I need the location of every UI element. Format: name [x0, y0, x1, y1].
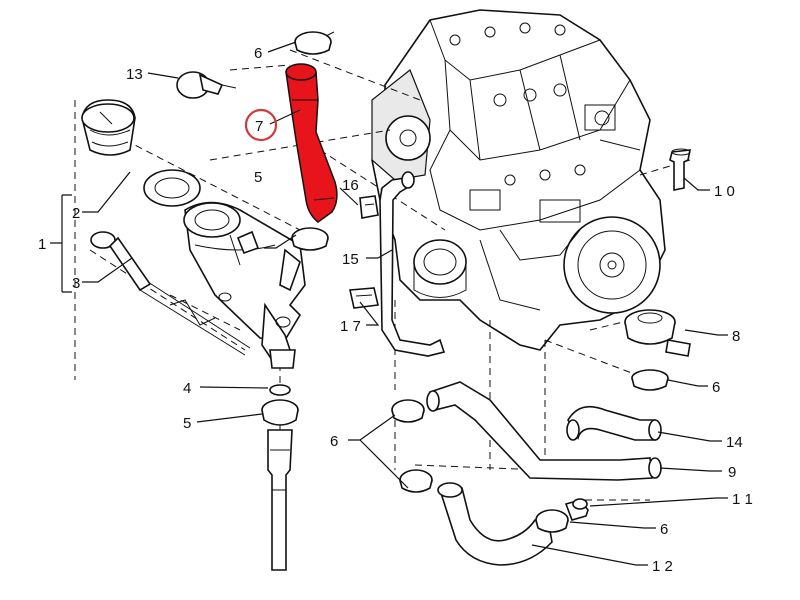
callout-3: 3: [72, 275, 80, 292]
seal-ring-part-2: [143, 169, 201, 207]
callout-8: 8: [732, 328, 740, 345]
clamp-part-6-lower-left: [399, 469, 433, 493]
breather-pipe-part-15: [379, 171, 446, 357]
hose-part-12: [437, 482, 553, 566]
callout-10: 1 0: [714, 183, 735, 200]
callout-6-lower: 6: [660, 521, 668, 538]
oil-filler-housing: [183, 201, 306, 369]
bracket-part-16: [359, 195, 379, 219]
clamp-part-6-mid-left: [391, 399, 425, 423]
callout-14: 14: [726, 434, 743, 451]
callout-6-top: 6: [254, 45, 262, 62]
bracket-part-17: [349, 287, 379, 309]
valve-part-8: [624, 309, 691, 357]
callout-6-right: 6: [712, 379, 720, 396]
callout-2: 2: [72, 205, 80, 222]
o-ring-part-4: [269, 384, 291, 396]
highlighted-hose-part-7: [285, 63, 338, 223]
callout-labels: 1 2 3 4 5 5 6 6 6 6 7 8 9 1 0 1 1 1 2 13…: [38, 45, 753, 575]
callout-15: 15: [342, 251, 359, 268]
callout-17: 1 7: [340, 318, 361, 335]
dipstick-part-3: [90, 231, 251, 356]
hose-part-14: [566, 405, 662, 441]
callout-13: 13: [126, 66, 143, 83]
callout-1: 1: [38, 236, 46, 253]
callout-11: 1 1: [732, 491, 753, 508]
callout-5-lower: 5: [183, 415, 191, 432]
clamp-part-6-top: [294, 31, 335, 55]
clamp-part-5-upper: [291, 227, 329, 251]
clamp-part-5-lower: [261, 399, 299, 426]
callout-5-upper: 5: [254, 169, 262, 186]
callout-6-mid: 6: [330, 433, 338, 450]
callout-4: 4: [183, 380, 191, 397]
highlight-circle-part-7: [244, 108, 278, 142]
callout-16: 16: [342, 177, 359, 194]
callout-9: 9: [728, 464, 736, 481]
fitting-part-10: [669, 148, 691, 191]
clamp-part-6-right: [631, 369, 669, 391]
breather-pipe-lower: [267, 429, 293, 571]
clamp-part-6-lower-right: [535, 509, 569, 533]
callout-12: 1 2: [652, 558, 673, 575]
clamp-part-13: [176, 71, 237, 99]
fitting-part-11: [564, 498, 589, 521]
oil-filler-cap-part-2: [81, 99, 136, 156]
callout-7: 7: [255, 118, 263, 135]
leader-lines: [50, 41, 728, 566]
engine-block: [371, 9, 666, 351]
